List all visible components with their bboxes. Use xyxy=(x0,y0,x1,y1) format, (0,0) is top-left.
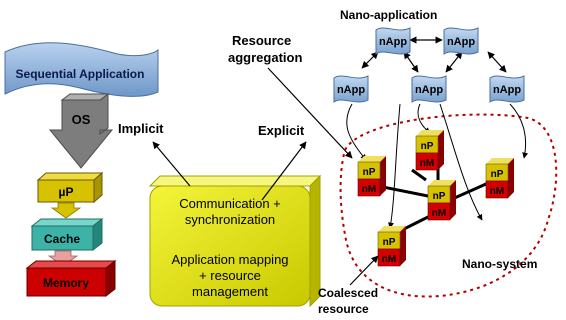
box-line-5: management xyxy=(192,284,268,299)
explicit-label: Explicit xyxy=(258,123,305,138)
box-line-2: synchronization xyxy=(185,212,275,227)
napp-tile-mid-left: nApp xyxy=(333,75,369,103)
implicit-label: Implicit xyxy=(118,121,164,136)
implicit-arrow xyxy=(152,141,191,187)
nano-system-label: Nano-system xyxy=(462,257,537,271)
microprocessor-label: µP xyxy=(59,185,74,199)
nano-cube-left: nP nM xyxy=(357,156,386,197)
svg-text:nM: nM xyxy=(432,208,446,219)
mapping-arrows xyxy=(346,103,529,229)
sequential-application-label: Sequential Application xyxy=(16,67,145,81)
svg-text:nApp: nApp xyxy=(337,84,365,96)
svg-text:nP: nP xyxy=(491,169,504,180)
svg-text:nM: nM xyxy=(382,254,396,265)
svg-text:nApp: nApp xyxy=(415,84,443,96)
nano-cube-bottom: nP nM xyxy=(377,226,406,267)
explicit-arrow xyxy=(261,141,307,201)
napp-tile-top-left: nApp xyxy=(375,27,411,55)
napp-tile-mid-right: nApp xyxy=(489,75,525,103)
svg-text:nM: nM xyxy=(490,186,504,197)
resource-aggregation-arrow xyxy=(267,67,353,159)
up-to-cache-arrow xyxy=(50,202,82,219)
box-line-4: + resource xyxy=(199,268,261,283)
microprocessor-cube: µP xyxy=(36,171,104,204)
nano-cube-right: nP nM xyxy=(485,158,514,199)
cache-block: Cache xyxy=(30,217,104,252)
box-line-3: Application mapping xyxy=(171,252,288,267)
svg-text:nP: nP xyxy=(383,237,396,248)
os-arrow: OS xyxy=(48,93,114,169)
svg-text:nM: nM xyxy=(420,158,434,169)
svg-text:nApp: nApp xyxy=(447,36,475,48)
resource-aggregation-line-2: aggregation xyxy=(228,50,302,65)
svg-text:nApp: nApp xyxy=(493,84,521,96)
coalesced-resource-arrow xyxy=(349,255,379,286)
svg-text:nP: nP xyxy=(433,191,446,202)
napp-tile-top-right: nApp xyxy=(443,27,479,55)
napp-tile-mid-center: nApp xyxy=(411,75,447,103)
communication-box: Communication + synchronization Applicat… xyxy=(148,174,322,308)
svg-text:nP: nP xyxy=(421,141,434,152)
os-label: OS xyxy=(72,112,91,127)
svg-text:nP: nP xyxy=(363,167,376,178)
resource-aggregation-line-1: Resource xyxy=(232,33,291,48)
nano-application-title: Nano-application xyxy=(340,8,437,22)
nano-cube-upper-center: nP nM xyxy=(415,130,444,171)
cache-label: Cache xyxy=(44,232,80,246)
nano-system-boundary xyxy=(339,113,558,298)
napp-links xyxy=(361,36,507,73)
box-line-1: Communication + xyxy=(179,196,281,211)
coalesced-resource-line-1: Coalesced xyxy=(318,286,378,300)
svg-text:nM: nM xyxy=(362,184,376,195)
nano-cube-center: nP nM xyxy=(427,180,456,221)
coalesced-resource-line-2: resource xyxy=(318,302,369,316)
sequential-application-banner: Sequential Application xyxy=(4,42,159,97)
memory-label: Memory xyxy=(43,276,89,290)
svg-text:nApp: nApp xyxy=(379,36,407,48)
memory-block: Memory xyxy=(25,259,117,298)
